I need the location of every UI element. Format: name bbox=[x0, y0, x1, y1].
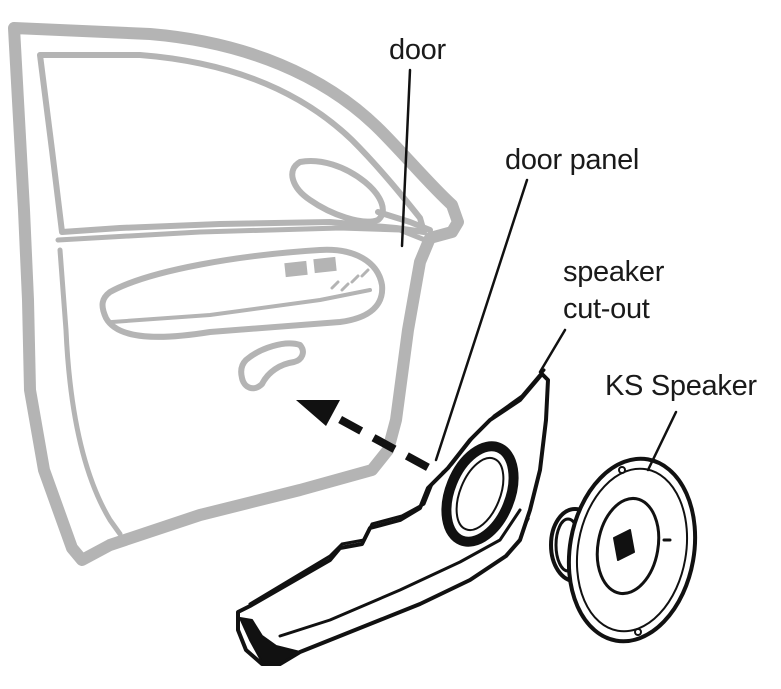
mount-hole-top bbox=[618, 466, 626, 474]
arrow-head bbox=[296, 400, 340, 426]
window-opening-edge bbox=[37, 52, 427, 235]
door-panel-rim bbox=[248, 368, 546, 606]
speaker-frame-rim bbox=[575, 467, 689, 633]
door-panel-inner-contour bbox=[278, 508, 522, 638]
leader-speaker-cutout bbox=[538, 328, 567, 374]
label-ks-speaker: KS Speaker bbox=[605, 370, 757, 402]
label-door-panel: door panel bbox=[505, 144, 640, 176]
mirror-mount bbox=[375, 209, 433, 233]
window-switch-right bbox=[313, 256, 337, 274]
side-mirror bbox=[289, 158, 386, 225]
switch-marks bbox=[330, 268, 370, 292]
leader-door-panel bbox=[434, 178, 529, 462]
armrest bbox=[99, 246, 386, 340]
speaker-cutout-inner bbox=[455, 456, 505, 532]
door-frame-outer bbox=[8, 22, 464, 566]
car-door bbox=[8, 22, 464, 566]
speaker-tweeter bbox=[613, 529, 635, 561]
label-door: door bbox=[389, 34, 446, 66]
door-panel bbox=[236, 368, 550, 666]
belt-line bbox=[55, 225, 428, 243]
label-speaker-cutout-line2: cut-out bbox=[563, 293, 650, 325]
ks-speaker bbox=[549, 456, 698, 644]
mount-hole-bottom bbox=[634, 628, 642, 636]
armrest-lower-line bbox=[110, 288, 372, 324]
door-lower-curve bbox=[57, 247, 123, 537]
leader-door bbox=[400, 68, 412, 248]
leader-ks-speaker bbox=[646, 410, 678, 472]
label-speaker-cutout-line1: speaker bbox=[563, 256, 665, 288]
leader-lines bbox=[400, 68, 678, 472]
window-switch-left bbox=[284, 260, 308, 278]
label-speaker-cutout: speaker cut-out bbox=[563, 254, 664, 328]
door-panel-bottom-edge bbox=[239, 617, 301, 665]
door-handle bbox=[238, 340, 306, 392]
install-direction-arrow bbox=[296, 400, 530, 526]
speaker-cutout-ring bbox=[441, 441, 519, 547]
